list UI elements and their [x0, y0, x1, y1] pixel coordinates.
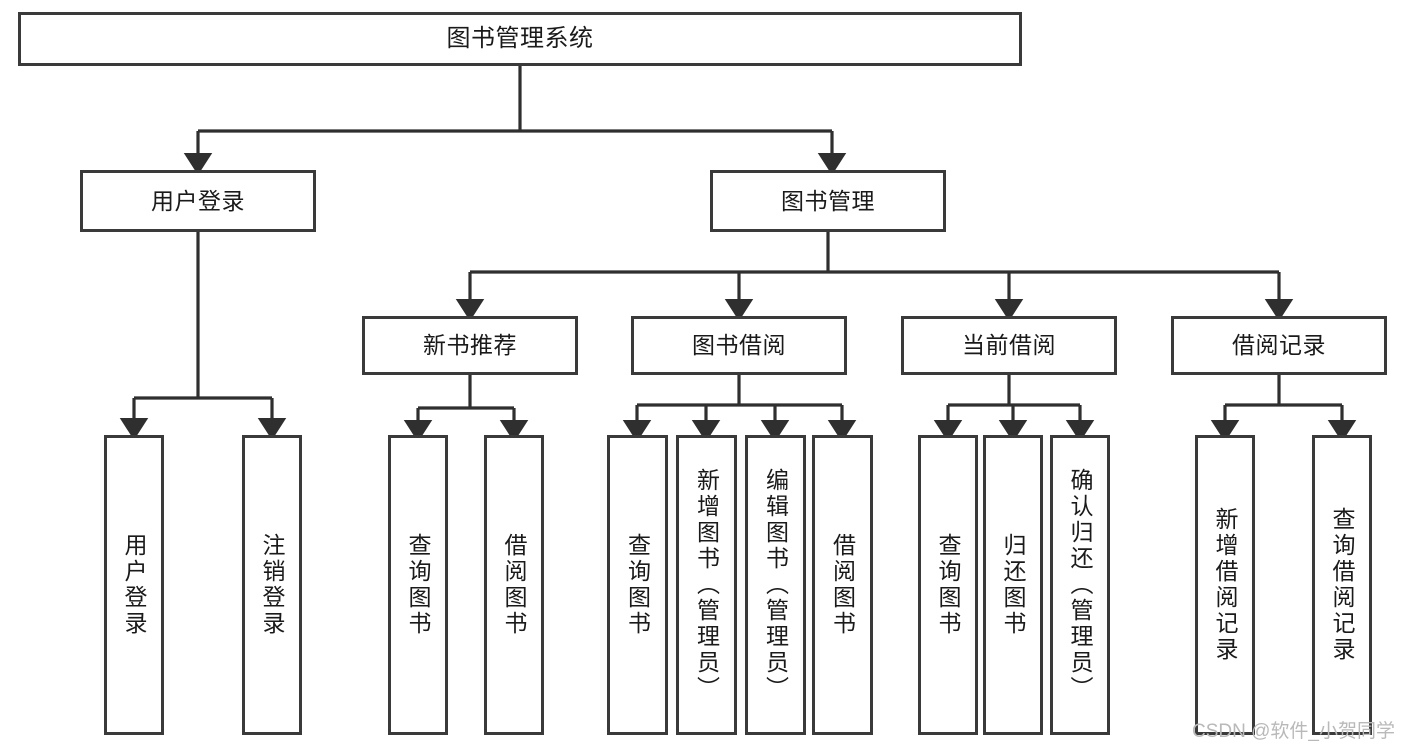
- leaf-add-borrow-record[interactable]: 新增借阅记录: [1195, 435, 1255, 735]
- node-current-borrow-label: 当前借阅: [962, 332, 1056, 359]
- leaf-confirm-return-admin[interactable]: 确认归还（管理员）: [1050, 435, 1110, 735]
- node-borrow-record[interactable]: 借阅记录: [1171, 316, 1387, 375]
- leaf-query-book-current-label: 查询图书: [935, 533, 962, 637]
- leaf-add-book-admin-label: 新增图书（管理员）: [693, 468, 720, 702]
- leaf-borrow-book-recommend[interactable]: 借阅图书: [484, 435, 544, 735]
- leaf-borrow-book-recommend-label: 借阅图书: [501, 533, 528, 637]
- leaf-borrow-book[interactable]: 借阅图书: [812, 435, 873, 735]
- leaf-borrow-book-label: 借阅图书: [829, 533, 856, 637]
- node-book-borrow[interactable]: 图书借阅: [631, 316, 847, 375]
- edge-group-borrow-record: [1210, 375, 1357, 443]
- leaf-add-borrow-record-label: 新增借阅记录: [1212, 507, 1239, 663]
- node-new-book-recommend-label: 新书推荐: [423, 332, 517, 359]
- node-book-borrow-label: 图书借阅: [692, 332, 786, 359]
- node-root[interactable]: 图书管理系统: [18, 12, 1022, 66]
- leaf-query-book-recommend-label: 查询图书: [405, 533, 432, 637]
- edge-group-root: [183, 66, 847, 176]
- leaf-return-book[interactable]: 归还图书: [983, 435, 1043, 735]
- edge-group-new-book-rec: [403, 375, 529, 443]
- leaf-return-book-label: 归还图书: [1000, 533, 1027, 637]
- edge-group-user-login: [119, 232, 287, 441]
- leaf-confirm-return-admin-label: 确认归还（管理员）: [1067, 468, 1094, 702]
- leaf-add-book-admin[interactable]: 新增图书（管理员）: [676, 435, 737, 735]
- node-user-login[interactable]: 用户登录: [80, 170, 316, 232]
- node-root-label: 图书管理系统: [446, 25, 594, 53]
- leaf-query-book-borrow-label: 查询图书: [624, 533, 651, 637]
- node-book-manage-label: 图书管理: [781, 187, 875, 214]
- node-current-borrow[interactable]: 当前借阅: [901, 316, 1117, 375]
- leaf-query-book-borrow[interactable]: 查询图书: [607, 435, 668, 735]
- edge-group-book-borrow: [622, 375, 857, 443]
- leaf-user-login-label: 用户登录: [121, 533, 148, 637]
- edge-group-book-manage: [455, 232, 1294, 322]
- leaf-edit-book-admin[interactable]: 编辑图书（管理员）: [745, 435, 806, 735]
- node-user-login-label: 用户登录: [151, 187, 245, 214]
- leaf-query-borrow-record-label: 查询借阅记录: [1329, 507, 1356, 663]
- leaf-edit-book-admin-label: 编辑图书（管理员）: [762, 468, 789, 702]
- node-book-manage[interactable]: 图书管理: [710, 170, 946, 232]
- node-borrow-record-label: 借阅记录: [1232, 332, 1326, 359]
- leaf-logout-label: 注销登录: [259, 533, 286, 637]
- leaf-user-login[interactable]: 用户登录: [104, 435, 164, 735]
- leaf-query-book-recommend[interactable]: 查询图书: [388, 435, 448, 735]
- csdn-watermark: CSDN @软件_小贺同学: [1192, 721, 1395, 742]
- leaf-logout[interactable]: 注销登录: [242, 435, 302, 735]
- node-new-book-recommend[interactable]: 新书推荐: [362, 316, 578, 375]
- leaf-query-borrow-record[interactable]: 查询借阅记录: [1312, 435, 1372, 735]
- leaf-query-book-current[interactable]: 查询图书: [918, 435, 978, 735]
- edge-group-current-borrow: [933, 375, 1095, 443]
